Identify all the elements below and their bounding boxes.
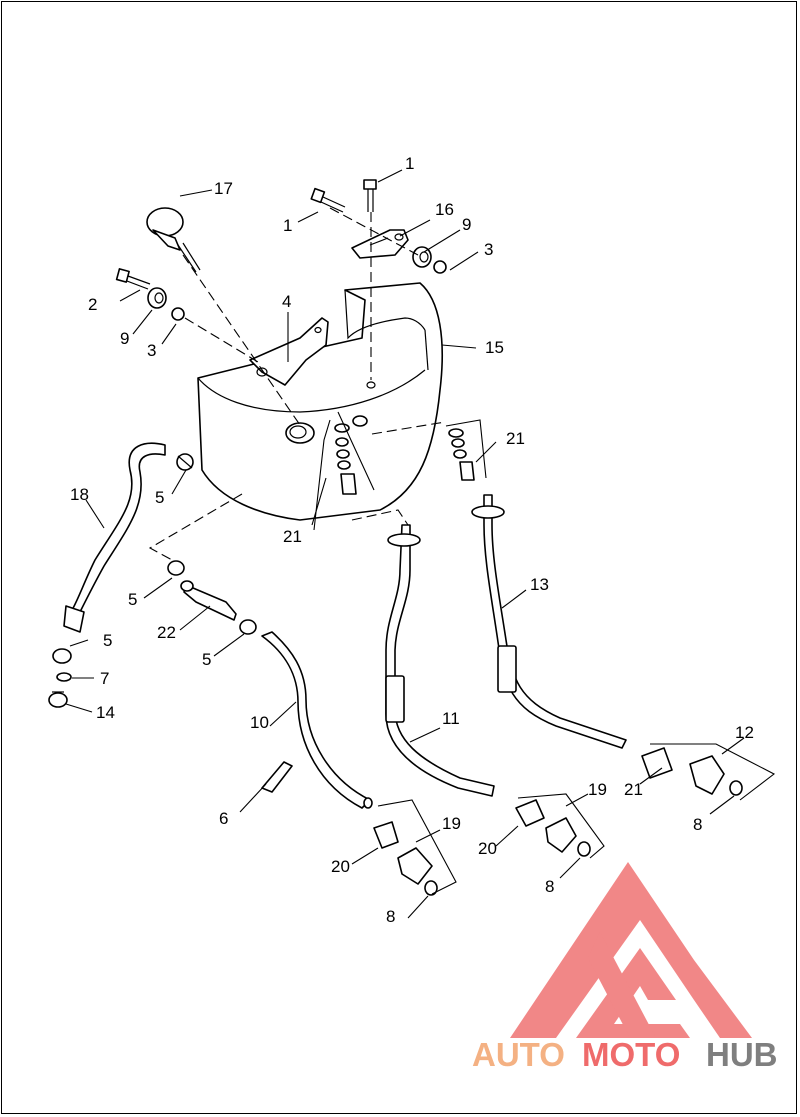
callout-9: 9 — [462, 215, 471, 234]
upper-bracket — [351, 229, 409, 259]
fitting-group-right — [641, 743, 776, 801]
callout-17: 17 — [214, 179, 233, 198]
clip-6 — [261, 761, 293, 793]
fitting-group-left — [373, 799, 457, 896]
oring-7 — [56, 672, 72, 682]
dipstick — [146, 207, 201, 273]
callout-9: 9 — [120, 329, 129, 348]
callout-labels: 1 1 2 3 3 4 5 5 5 5 6 7 8 8 8 9 9 10 11 … — [70, 154, 754, 926]
bracket-21-right — [445, 419, 487, 479]
drain-plug-14 — [48, 691, 68, 708]
callout-15: 15 — [485, 338, 504, 357]
callout-13: 13 — [530, 575, 549, 594]
callout-19: 19 — [588, 780, 607, 799]
callout-20: 20 — [478, 839, 497, 858]
callout-5: 5 — [103, 631, 112, 650]
callout-5: 5 — [202, 650, 211, 669]
watermark-logo — [510, 862, 752, 1038]
clamp-5-d — [52, 648, 72, 664]
hose-10 — [261, 631, 373, 809]
fitting-stack-left — [334, 423, 357, 495]
fitting-stack-right — [448, 428, 475, 481]
spacer-left — [171, 307, 185, 321]
callout-3: 3 — [484, 240, 493, 259]
callout-19: 19 — [442, 814, 461, 833]
callout-5: 5 — [155, 488, 164, 507]
fitting-group-mid — [515, 793, 605, 859]
callout-21: 21 — [506, 429, 525, 448]
watermark-text: AUTO MOTO HUB — [472, 1036, 778, 1073]
mounting-bracket — [249, 317, 329, 386]
tube-13 — [471, 494, 627, 749]
callout-1: 1 — [283, 216, 292, 235]
callout-6: 6 — [219, 809, 228, 828]
tube-11 — [385, 524, 495, 797]
callout-8: 8 — [386, 907, 395, 926]
callout-7: 7 — [100, 669, 109, 688]
callout-16: 16 — [435, 200, 454, 219]
grommet-right — [412, 246, 432, 268]
bracket-21-left — [313, 411, 375, 531]
callout-14: 14 — [96, 703, 115, 722]
clamp-5-c — [239, 619, 257, 635]
callout-21: 21 — [624, 780, 643, 799]
callout-18: 18 — [70, 485, 89, 504]
callout-1: 1 — [405, 154, 414, 173]
callout-4: 4 — [282, 292, 291, 311]
assembly-lines — [148, 207, 446, 561]
hose-22 — [180, 580, 237, 621]
callout-12: 12 — [735, 723, 754, 742]
watermark-auto: AUTO — [472, 1036, 565, 1073]
spacer-right — [433, 260, 447, 274]
hose-18 — [63, 442, 166, 633]
callout-22: 22 — [157, 623, 176, 642]
bolt-2 — [115, 268, 151, 290]
watermark-moto: MOTO — [582, 1036, 680, 1073]
callout-10: 10 — [250, 713, 269, 732]
clamp-5-b — [167, 560, 185, 576]
callout-5: 5 — [128, 590, 137, 609]
callout-20: 20 — [331, 857, 350, 876]
leader-lines — [65, 169, 745, 919]
callout-3: 3 — [147, 341, 156, 360]
oil-tank — [197, 282, 443, 521]
callout-11: 11 — [442, 709, 460, 728]
clamp-5-a — [176, 453, 194, 471]
bolt-left — [310, 187, 346, 213]
callout-2: 2 — [88, 295, 97, 314]
callout-8: 8 — [693, 815, 702, 834]
watermark-hub: HUB — [706, 1036, 778, 1073]
grommet-left — [147, 287, 167, 309]
callout-8: 8 — [545, 877, 554, 896]
bolt-top — [363, 179, 377, 212]
callout-21: 21 — [283, 527, 302, 546]
